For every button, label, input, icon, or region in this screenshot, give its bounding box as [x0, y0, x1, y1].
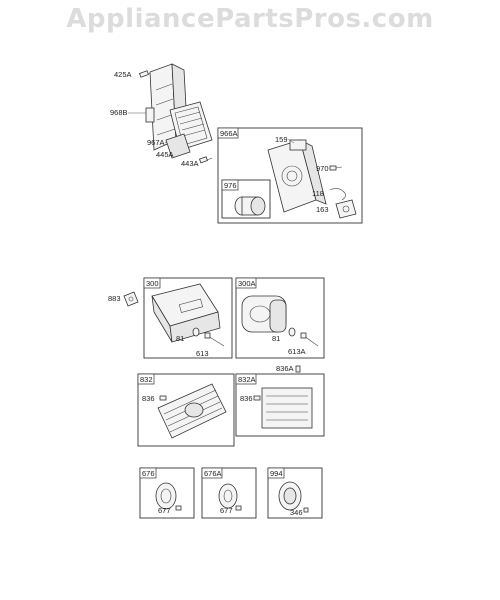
part-966A-base[interactable]: [267, 139, 327, 213]
part-445A-precleaner[interactable]: [165, 133, 191, 159]
callout-676: 676: [142, 469, 155, 478]
callout-81b: 81: [272, 334, 280, 343]
tag-300: [143, 277, 161, 289]
box-300: [143, 277, 233, 359]
part-994-screen[interactable]: [278, 481, 302, 511]
air-cleaner-group: 425A 968B 967A 445A: [110, 63, 363, 224]
callout-300A: 300A: [238, 279, 256, 288]
part-970-screw[interactable]: [329, 165, 343, 171]
callout-836A: 836A: [276, 364, 294, 373]
box-966A: [217, 127, 363, 224]
callout-832A: 832A: [238, 375, 256, 384]
part-81-washer[interactable]: [192, 327, 200, 337]
callout-81a: 81: [176, 334, 184, 343]
callout-883: 883: [108, 294, 121, 303]
callout-976: 976: [224, 181, 237, 190]
part-832-guard[interactable]: [157, 383, 227, 439]
box-832: [137, 373, 235, 447]
part-836A-screw[interactable]: [295, 365, 301, 373]
part-836-screw-a[interactable]: [159, 395, 167, 401]
box-300A: [235, 277, 325, 359]
part-613A-bolt[interactable]: [300, 332, 319, 347]
callout-118: 118: [312, 189, 324, 198]
callout-425A: 425A: [114, 70, 132, 79]
box-994: [267, 467, 323, 519]
callout-443A: 443A: [181, 159, 199, 168]
part-677-screw-b[interactable]: [235, 505, 242, 511]
part-443A-screw[interactable]: [198, 156, 213, 164]
tag-976: [221, 179, 239, 191]
part-883-gasket[interactable]: [123, 291, 139, 307]
part-118-hose[interactable]: [329, 188, 346, 201]
part-300-muffler[interactable]: [151, 283, 221, 343]
part-677-screw-a[interactable]: [175, 505, 182, 511]
tag-994: [267, 467, 285, 479]
box-676A: [201, 467, 257, 519]
callout-613A: 613A: [288, 347, 306, 356]
callout-677b: 677: [220, 506, 233, 515]
callout-613: 613: [196, 349, 209, 358]
callout-159: 159: [275, 135, 288, 144]
box-832A: [235, 373, 325, 437]
callout-970: 970: [316, 164, 329, 173]
watermark-logo: AppliancePartsPros.com: [66, 4, 434, 34]
tag-300A: [235, 277, 257, 289]
part-346-screw[interactable]: [303, 507, 309, 513]
muffler-group: 883 300 81 613 300A 8: [108, 277, 325, 373]
tag-676: [139, 467, 157, 479]
callout-836a: 836: [142, 394, 155, 403]
part-676A-deflector[interactable]: [218, 483, 238, 509]
callout-445A: 445A: [156, 150, 174, 159]
tag-832: [137, 373, 155, 385]
callout-676A: 676A: [204, 469, 222, 478]
part-300A-muffler[interactable]: [241, 295, 287, 333]
callout-968B: 968B: [110, 108, 128, 117]
callout-163: 163: [316, 205, 329, 214]
callout-677a: 677: [158, 506, 171, 515]
part-163-gasket[interactable]: [335, 199, 357, 219]
callout-994: 994: [270, 469, 283, 478]
callout-836b: 836: [240, 394, 253, 403]
part-832A-guard[interactable]: [261, 387, 313, 429]
part-976-element[interactable]: [234, 196, 266, 216]
part-836-screw-b[interactable]: [253, 395, 261, 401]
part-676-deflector[interactable]: [155, 482, 177, 510]
callout-967A: 967A: [147, 138, 165, 147]
callout-832: 832: [140, 375, 153, 384]
box-976: [221, 179, 271, 219]
tag-966A: [217, 127, 239, 139]
deflector-group: 676 677 676A 677 994 346: [139, 467, 323, 519]
tag-676A: [201, 467, 223, 479]
guard-group: 832 836 832A 836: [137, 373, 325, 447]
callout-300: 300: [146, 279, 159, 288]
box-676: [139, 467, 195, 519]
part-81-washer-b[interactable]: [288, 327, 296, 337]
callout-966A: 966A: [220, 129, 238, 138]
part-613-bolt[interactable]: [204, 332, 225, 347]
tag-832A: [235, 373, 257, 385]
callout-346: 346: [290, 508, 303, 517]
